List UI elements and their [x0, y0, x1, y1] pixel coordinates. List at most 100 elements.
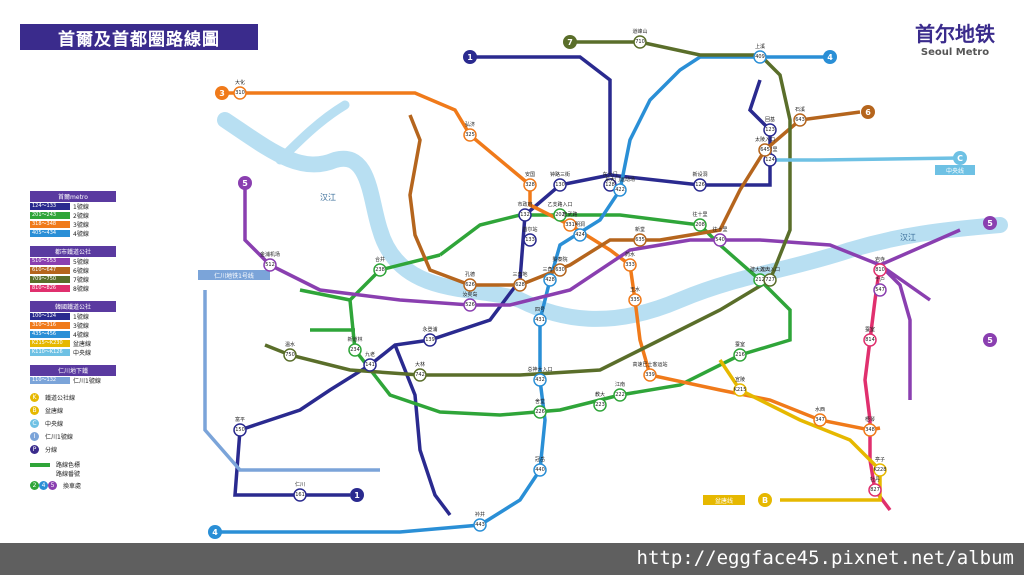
station-marker[interactable]	[863, 423, 877, 437]
station-marker[interactable]	[733, 348, 747, 362]
station-marker[interactable]	[533, 463, 547, 477]
station-marker[interactable]	[543, 273, 557, 287]
station-marker[interactable]	[463, 278, 477, 292]
station-marker[interactable]	[348, 343, 362, 357]
station-marker[interactable]	[713, 233, 727, 247]
station-marker[interactable]	[283, 348, 297, 362]
station-marker[interactable]	[593, 398, 607, 412]
station-marker[interactable]	[373, 263, 387, 277]
station-marker[interactable]	[553, 263, 567, 277]
station-marker[interactable]	[263, 258, 277, 272]
station-marker[interactable]	[293, 488, 307, 502]
station-marker[interactable]	[523, 178, 537, 192]
station-marker[interactable]	[633, 35, 647, 49]
station-marker[interactable]	[623, 258, 637, 272]
station-marker[interactable]	[863, 333, 877, 347]
station-marker[interactable]	[413, 368, 427, 382]
station-marker[interactable]	[563, 218, 577, 232]
station-marker[interactable]	[633, 233, 647, 247]
station-marker[interactable]	[733, 383, 747, 397]
station-marker[interactable]	[693, 218, 707, 232]
station-marker[interactable]	[873, 463, 887, 477]
station-marker[interactable]	[763, 123, 777, 137]
station-marker[interactable]	[533, 313, 547, 327]
station-marker[interactable]	[693, 178, 707, 192]
station-marker[interactable]	[463, 128, 477, 142]
station-marker[interactable]	[628, 293, 642, 307]
station-marker[interactable]	[473, 518, 487, 532]
station-marker[interactable]	[753, 50, 767, 64]
station-marker[interactable]	[793, 113, 807, 127]
station-marker[interactable]	[758, 143, 772, 157]
station-marker[interactable]	[423, 333, 437, 347]
station-marker[interactable]	[513, 278, 527, 292]
station-marker[interactable]	[573, 228, 587, 242]
station-marker[interactable]	[233, 86, 247, 100]
station-marker[interactable]	[868, 483, 882, 497]
station-marker[interactable]	[643, 368, 657, 382]
station-marker[interactable]	[873, 283, 887, 297]
station-marker[interactable]	[613, 388, 627, 402]
station-marker[interactable]	[873, 263, 887, 277]
station-marker[interactable]	[813, 413, 827, 427]
station-marker[interactable]	[463, 298, 477, 312]
station-marker[interactable]	[613, 183, 627, 197]
station-marker[interactable]	[763, 273, 777, 287]
station-marker[interactable]	[523, 233, 537, 247]
station-marker[interactable]	[533, 373, 547, 387]
station-marker[interactable]	[553, 208, 567, 222]
station-marker[interactable]	[363, 358, 377, 372]
station-marker[interactable]	[518, 208, 532, 222]
